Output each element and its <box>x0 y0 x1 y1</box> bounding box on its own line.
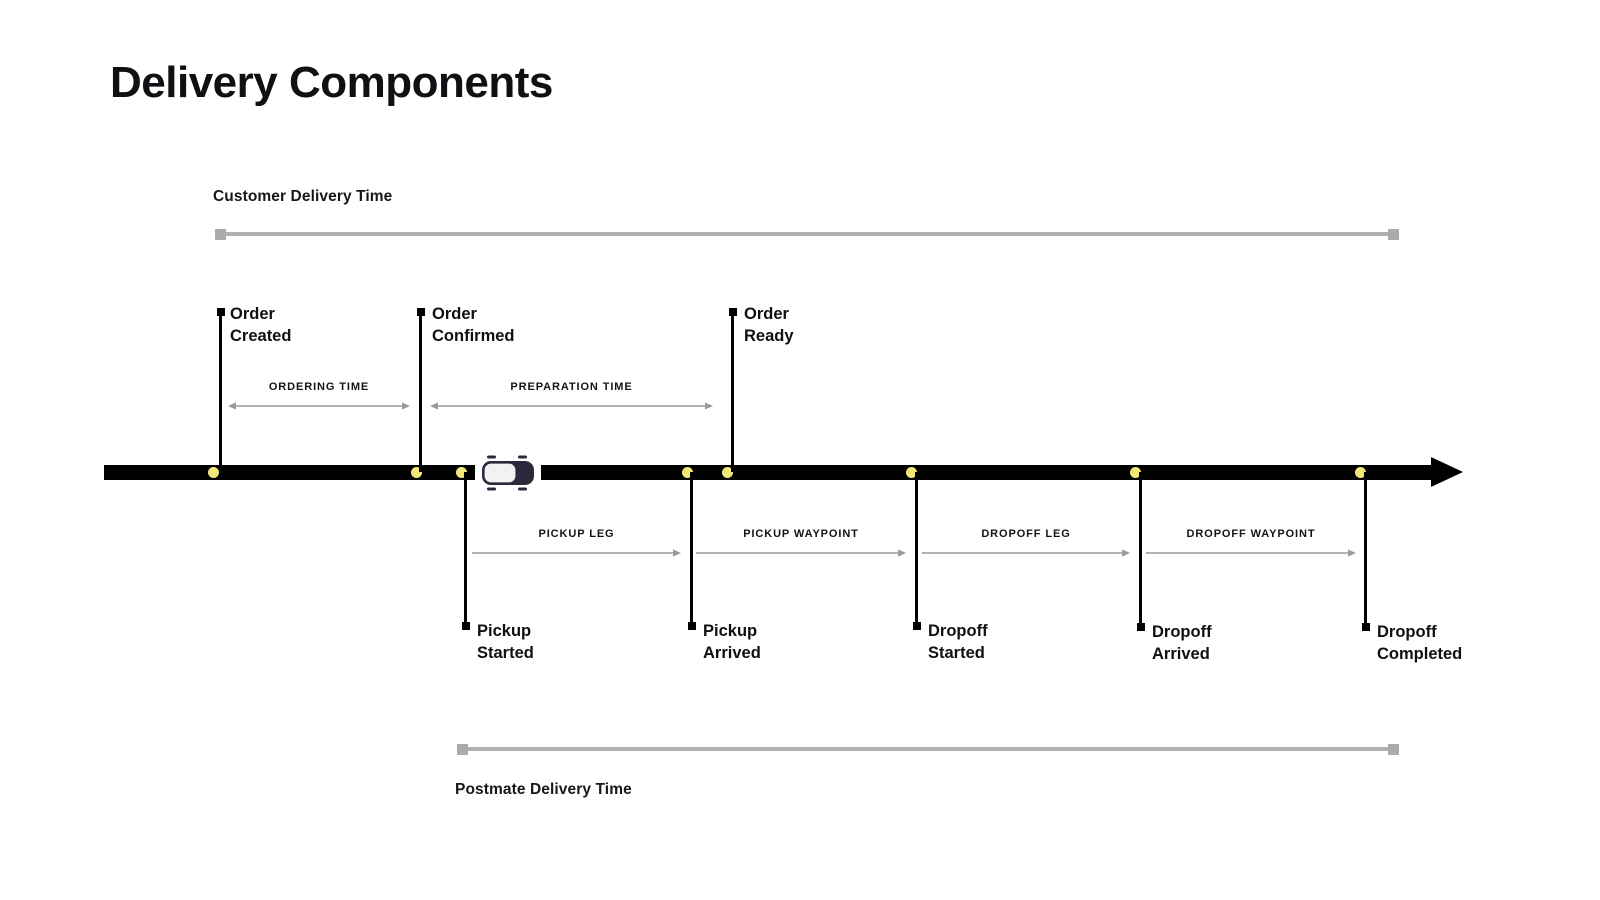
measure-arrow-dropoff-leg <box>922 548 1130 558</box>
measure-arrow-ordering-time <box>228 401 410 411</box>
measure-arrow-pickup-waypoint <box>696 548 906 558</box>
milestone-cap-dropoff-completed <box>1361 623 1370 631</box>
milestone-stem-order-ready <box>731 310 734 472</box>
span-bar-postmate-delivery-time <box>460 747 1396 751</box>
milestone-stem-order-confirmed <box>419 310 422 472</box>
milestone-label-line1-pickup-started: Pickup <box>477 622 532 640</box>
milestone-label-line1-pickup-arrived: Pickup <box>703 622 758 640</box>
milestone-stem-dropoff-completed <box>1364 472 1367 629</box>
page-title: Delivery Components <box>110 58 553 107</box>
milestone-stem-order-created <box>219 310 222 472</box>
span-bar-customer-delivery-time <box>218 232 1396 236</box>
milestone-cap-order-confirmed <box>416 308 425 316</box>
measure-arrow-preparation-time <box>430 401 713 411</box>
milestone-stem-dropoff-arrived <box>1139 472 1142 629</box>
span-cap-customer-delivery-time-start <box>215 228 226 240</box>
milestone-label-line2-pickup-arrived: Arrived <box>703 644 761 662</box>
measure-label-dropoff-leg: DROPOFF LEG <box>981 528 1071 540</box>
timeline-dot-1 <box>410 466 422 478</box>
milestone-cap-dropoff-arrived <box>1136 623 1145 631</box>
milestone-cap-pickup-arrived <box>687 622 696 630</box>
span-cap-customer-delivery-time-end <box>1388 228 1399 240</box>
milestone-stem-pickup-started <box>464 472 467 628</box>
milestone-label-line1-dropoff-started: Dropoff <box>928 622 988 640</box>
span-cap-postmate-delivery-time-start <box>457 743 468 755</box>
timeline-arrowhead <box>1431 457 1463 487</box>
timeline-dot-2 <box>455 466 467 478</box>
measure-label-ordering-time: ORDERING TIME <box>268 381 370 393</box>
timeline-dot-5 <box>905 466 917 478</box>
milestone-stem-pickup-arrived <box>690 472 693 628</box>
milestone-label-line2-dropoff-arrived: Arrived <box>1152 645 1210 663</box>
milestone-label-line2-order-created: Created <box>230 327 292 345</box>
milestone-label-line2-dropoff-started: Started <box>928 644 985 662</box>
milestone-cap-dropoff-started <box>912 622 921 630</box>
milestone-label-line1-dropoff-arrived: Dropoff <box>1152 623 1212 641</box>
milestone-cap-order-created <box>216 308 225 316</box>
timeline-bar <box>104 465 1433 480</box>
timeline-dot-7 <box>1354 466 1366 478</box>
span-cap-postmate-delivery-time-end <box>1388 743 1399 755</box>
milestone-stem-dropoff-started <box>915 472 918 628</box>
timeline-dot-3 <box>681 466 693 478</box>
measure-label-pickup-waypoint: PICKUP WAYPOINT <box>743 528 859 540</box>
timeline-dot-4 <box>721 466 733 478</box>
milestone-label-line2-dropoff-completed: Completed <box>1377 645 1463 663</box>
milestone-label-line1-order-ready: Order <box>744 305 789 323</box>
measure-label-preparation-time: PREPARATION TIME <box>510 381 633 393</box>
span-label-postmate-delivery-time: Postmate Delivery Time <box>455 781 632 798</box>
milestone-label-line2-order-ready: Ready <box>744 327 794 345</box>
span-label-customer-delivery-time: Customer Delivery Time <box>213 188 393 205</box>
measure-label-pickup-leg: PICKUP LEG <box>538 528 615 540</box>
milestone-label-line1-order-created: Order <box>230 305 275 323</box>
timeline-dot-0 <box>207 466 219 478</box>
milestone-label-line2-pickup-started: Started <box>477 644 534 662</box>
measure-arrow-pickup-leg <box>472 548 681 558</box>
car-top-view-icon <box>474 450 542 496</box>
timeline-dot-6 <box>1129 466 1141 478</box>
measure-label-dropoff-waypoint: DROPOFF WAYPOINT <box>1186 528 1316 540</box>
milestone-cap-pickup-started <box>461 622 470 630</box>
measure-arrow-dropoff-waypoint <box>1146 548 1356 558</box>
milestone-cap-order-ready <box>728 308 737 316</box>
milestone-label-line1-order-confirmed: Order <box>432 305 477 323</box>
milestone-label-line2-order-confirmed: Confirmed <box>432 327 515 345</box>
milestone-label-line1-dropoff-completed: Dropoff <box>1377 623 1437 641</box>
